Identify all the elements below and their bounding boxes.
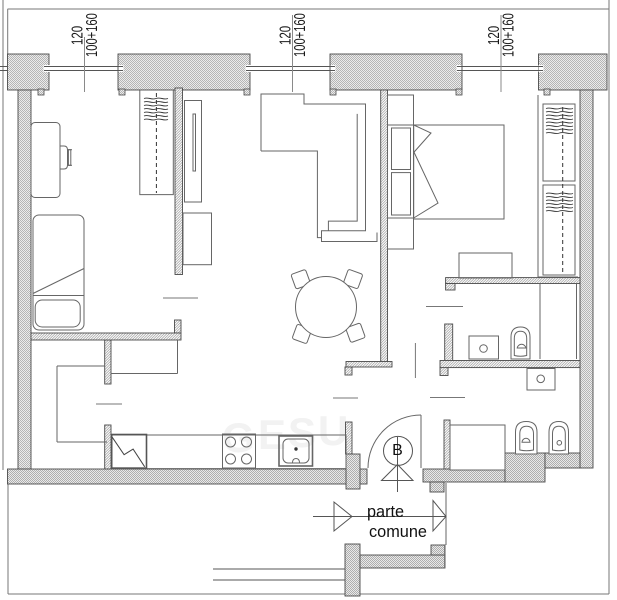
svg-text:comune: comune [369,523,427,541]
svg-text:120: 120 [68,26,86,45]
svg-text:B: B [392,442,403,459]
svg-text:parte: parte [367,503,404,521]
svg-text:U: U [318,407,348,454]
svg-text:100+160: 100+160 [82,13,101,57]
svg-text:100+160: 100+160 [498,13,517,57]
svg-text:100+160: 100+160 [290,13,309,57]
svg-text:G: G [222,414,255,461]
svg-text:120: 120 [276,26,294,45]
svg-text:S: S [288,409,316,456]
svg-text:120: 120 [484,26,502,45]
